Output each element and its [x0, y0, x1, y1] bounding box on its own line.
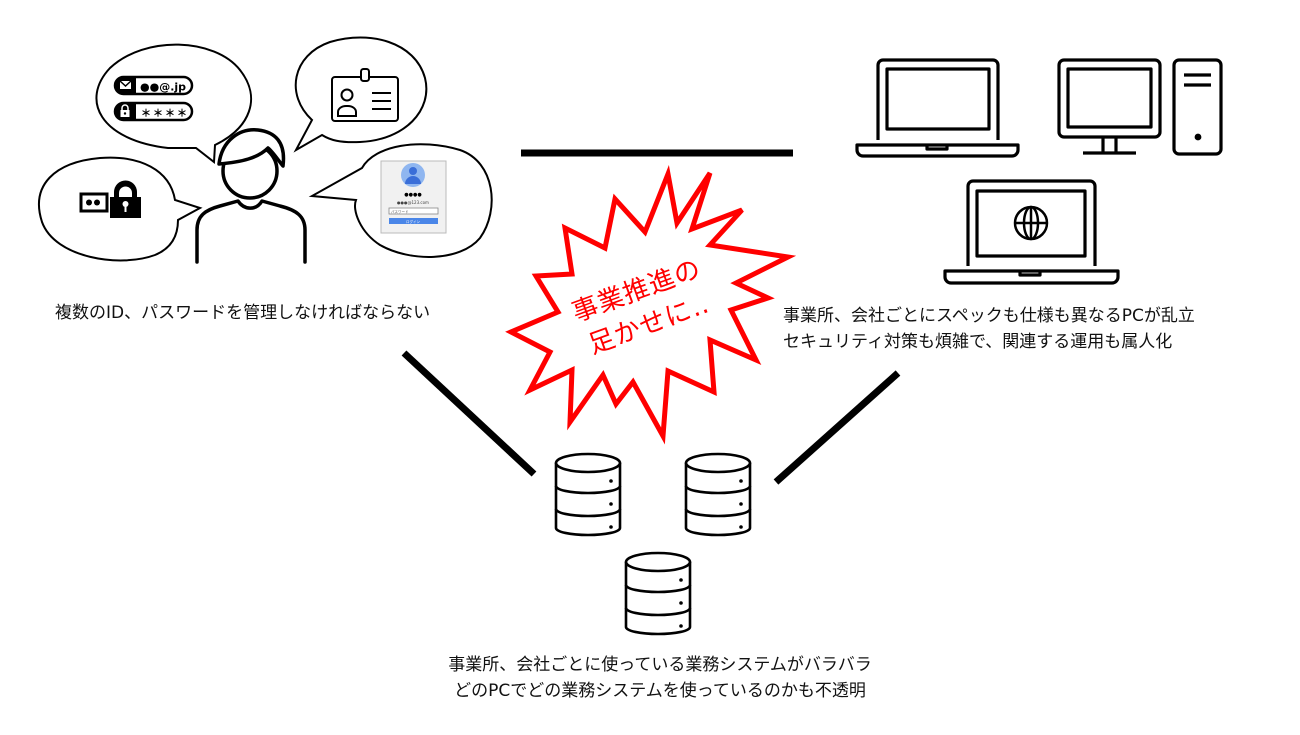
login-screen-icon — [380, 160, 447, 234]
id-card-icon — [331, 68, 399, 122]
devices-caption-line-2: セキュリティ対策も煩雑で、関連する運用も属人化 — [783, 332, 1172, 352]
connector-line-right — [773, 370, 901, 485]
laptop-globe-icon — [943, 179, 1120, 285]
devices-caption-line-1: 事業所、会社ごとにスペックも仕様も異なるPCが乱立 — [783, 306, 1195, 326]
database-icon — [624, 551, 692, 636]
login-password-placeholder: パスワード — [391, 209, 409, 214]
email-field-icon — [113, 75, 194, 96]
id-card-bubble — [293, 36, 428, 153]
person-caption: 複数のID、パスワードを管理しなければならない — [55, 303, 430, 323]
database-icon — [684, 452, 752, 537]
warning-burst-shape — [505, 164, 797, 445]
desktop-monitor-icon — [1057, 58, 1162, 155]
credentials-bubble: ●●@.jp ＊＊＊＊ — [95, 43, 253, 164]
email-field-value: ●●@.jp — [140, 81, 186, 94]
key-lock-icon — [79, 180, 141, 218]
database-icon — [554, 452, 622, 537]
systems-caption-line-1: 事業所、会社ごとに使っている業務システムがバラバラ — [448, 654, 871, 675]
person-icon — [195, 128, 307, 264]
login-account: ●●●@123.com — [397, 200, 429, 205]
password-field-value: ＊＊＊＊ — [141, 108, 189, 120]
password-field-icon — [113, 101, 194, 122]
login-screen-bubble: ●●●● ●●●@123.com パスワード ログイン — [308, 143, 493, 258]
laptop-icon — [855, 58, 1020, 158]
connector-line-left — [401, 350, 537, 477]
globe-icon — [1013, 205, 1049, 241]
login-button-label: ログイン — [406, 219, 420, 224]
key-lock-bubble — [38, 156, 203, 262]
pc-tower-icon — [1172, 58, 1223, 156]
login-username: ●●●● — [404, 192, 422, 198]
systems-caption-line-2: どのPCでどの業務システムを使っているのかも不透明 — [454, 680, 866, 701]
